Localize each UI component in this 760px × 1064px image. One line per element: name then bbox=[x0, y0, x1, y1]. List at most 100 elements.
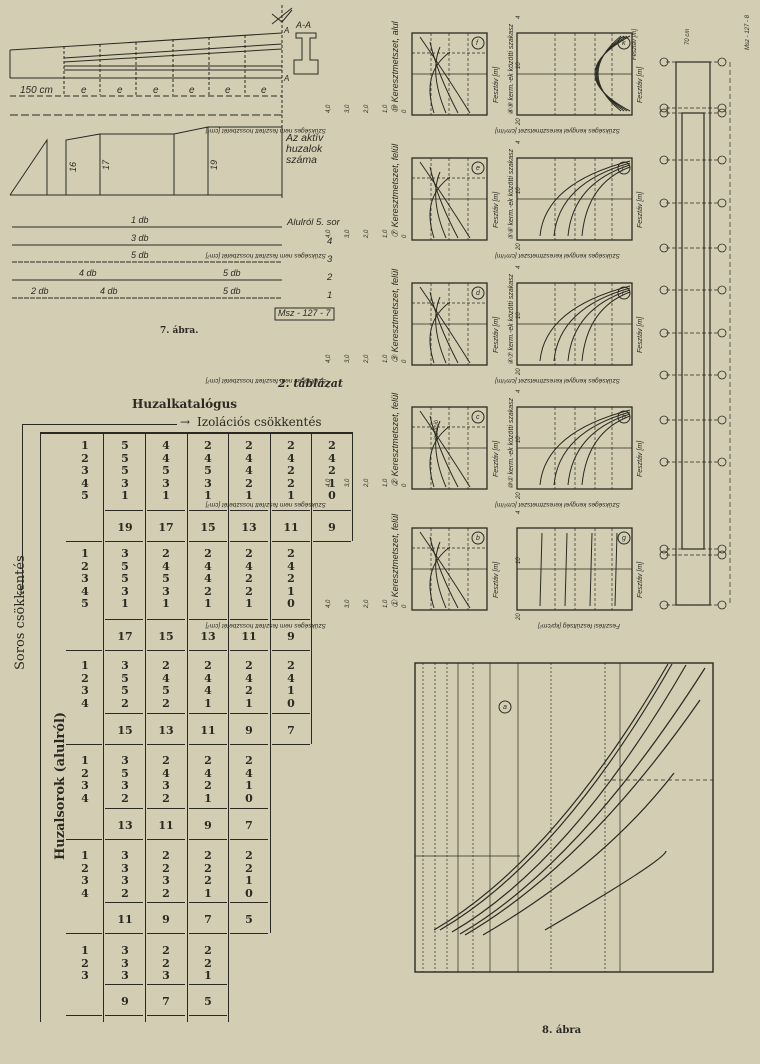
section-marker bbox=[717, 243, 727, 253]
curve-2 bbox=[544, 850, 667, 931]
panel-letter: j bbox=[621, 165, 624, 172]
curve bbox=[539, 160, 631, 237]
table-cell: 2 bbox=[287, 659, 295, 672]
col-axis-line bbox=[22, 424, 177, 425]
panel-right-h bbox=[516, 406, 633, 490]
rule bbox=[230, 808, 268, 809]
tick-label: 20 bbox=[516, 118, 522, 126]
table-cell: 4 bbox=[162, 671, 170, 685]
table-top-rule bbox=[40, 432, 352, 434]
tick-label: 1,0 bbox=[383, 599, 389, 608]
table-cell: 3 bbox=[121, 659, 129, 672]
curve bbox=[553, 411, 631, 486]
tick-label: 4,0 bbox=[326, 599, 332, 608]
column-rule bbox=[228, 933, 229, 1022]
section-marker bbox=[659, 550, 669, 560]
section-marker bbox=[717, 198, 727, 208]
table-cell: 3 bbox=[121, 779, 129, 792]
row1-seg: 2 db bbox=[31, 286, 49, 296]
panel-left-f bbox=[411, 32, 488, 116]
table-cell: 1 bbox=[287, 684, 295, 697]
curve bbox=[595, 35, 628, 112]
table-cell: 2 bbox=[287, 476, 295, 490]
table-cell: 5 bbox=[162, 572, 170, 585]
row-number: 2 bbox=[81, 766, 89, 780]
table-total: 9 bbox=[245, 724, 253, 737]
rule bbox=[66, 541, 102, 542]
table-cell: 2 bbox=[245, 439, 253, 452]
table-cell: 1 bbox=[204, 696, 212, 710]
table-cell: 4 bbox=[245, 559, 253, 573]
table-cell: 4 bbox=[245, 766, 253, 780]
table-cell: 1 bbox=[245, 874, 253, 887]
table-cell: 2 bbox=[204, 956, 212, 970]
table-cell: 2 bbox=[162, 944, 170, 957]
table-cell: 2 bbox=[245, 584, 253, 598]
section-marker bbox=[659, 103, 669, 113]
table-cell: 3 bbox=[162, 779, 170, 792]
rule bbox=[272, 744, 310, 745]
table-total: 11 bbox=[158, 819, 174, 832]
table-cell: 4 bbox=[287, 451, 295, 465]
section-mark-top: A bbox=[284, 26, 290, 35]
section-marker bbox=[659, 243, 669, 253]
column-rule bbox=[145, 648, 146, 744]
curve bbox=[419, 531, 471, 609]
panel-letter: i bbox=[622, 290, 624, 297]
section-marker bbox=[717, 328, 727, 338]
table-cell: 2 bbox=[121, 791, 129, 805]
row1-seg: 5 db bbox=[223, 286, 241, 296]
table-cell: 2 bbox=[204, 547, 212, 560]
row1-seg: 4 db bbox=[100, 286, 118, 296]
curve bbox=[596, 35, 625, 112]
rows-label: Huzalsorok (alulról) bbox=[53, 711, 68, 860]
table-total: 7 bbox=[204, 913, 212, 926]
table-cell: 2 bbox=[245, 659, 253, 672]
tick-label: 3,0 bbox=[345, 354, 351, 363]
curve-10 bbox=[451, 664, 687, 933]
row-number: 3 bbox=[81, 969, 89, 982]
table-total: 9 bbox=[328, 521, 336, 534]
panel-letter-circle bbox=[471, 36, 485, 50]
tick-label: 10 bbox=[516, 187, 522, 194]
panel-letter: g bbox=[622, 535, 626, 542]
section-marker bbox=[717, 285, 727, 295]
tick-label: 10 bbox=[516, 62, 522, 69]
rule bbox=[147, 902, 185, 903]
chart-frame bbox=[414, 662, 714, 973]
panel-title: ⑦ Keresztmetszet, felül bbox=[390, 143, 400, 238]
curve bbox=[429, 176, 451, 239]
column-rule bbox=[145, 743, 146, 839]
tick-label: 20 bbox=[516, 368, 522, 376]
row-number: 3 bbox=[81, 464, 89, 477]
beam-outline bbox=[675, 61, 711, 606]
table-cell: 2 bbox=[162, 849, 170, 862]
isolation-label: izoláció bbox=[434, 419, 440, 440]
table-total: 13 bbox=[241, 521, 257, 534]
column-rule bbox=[228, 432, 229, 541]
table-total: 13 bbox=[200, 630, 216, 643]
table-cell: 1 bbox=[245, 696, 253, 710]
tick-label: 10 bbox=[516, 557, 522, 564]
curve bbox=[429, 166, 459, 239]
table-cell: 1 bbox=[204, 969, 212, 982]
panel-left-c bbox=[411, 406, 488, 490]
table-total: 11 bbox=[117, 913, 133, 926]
column-rule bbox=[270, 743, 271, 839]
curve bbox=[429, 51, 451, 114]
curve bbox=[435, 46, 447, 114]
row5-seg: 1 db bbox=[131, 215, 149, 225]
panel-letter: k bbox=[622, 40, 626, 47]
rule bbox=[66, 933, 102, 934]
span-axis-label: Fesztáv [m] bbox=[637, 561, 644, 598]
axis-label: Feszítési feszültség [kp/cm²] bbox=[538, 622, 620, 629]
row-number: 2 bbox=[81, 451, 89, 465]
table-cell: 3 bbox=[121, 944, 129, 957]
table-total: 13 bbox=[158, 724, 174, 737]
row-number: 1 bbox=[81, 944, 89, 957]
